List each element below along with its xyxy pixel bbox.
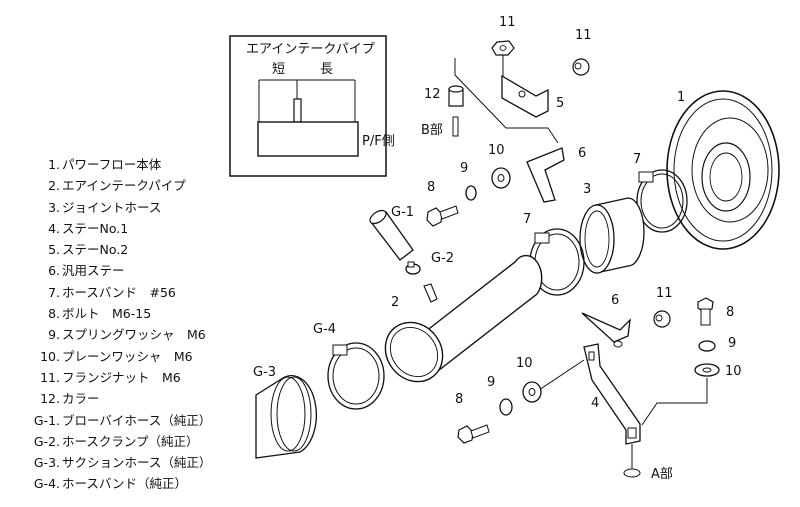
universal-stay-lower xyxy=(581,312,631,343)
list-item: 5.ステーNo.2 xyxy=(48,242,129,258)
parts-list: 1.パワーフロー本体 2.エアインテークパイプ 3.ジョイントホース 4.ステー… xyxy=(18,154,212,495)
callout-3: 3 xyxy=(583,182,591,197)
list-item: 2.エアインテークパイプ xyxy=(48,178,186,194)
callout-10a: 10 xyxy=(488,143,505,158)
callout-g2: G-2 xyxy=(431,251,454,266)
stay-no1 xyxy=(583,343,641,445)
list-item: 3.ジョイントホース xyxy=(48,199,162,215)
factory-hose-band xyxy=(327,342,385,410)
detail-long-label: 長 xyxy=(320,62,333,77)
callout-g1: G-1 xyxy=(391,205,414,220)
spring-washer-upper xyxy=(465,185,477,201)
list-item: 9.スプリングワッシャ M6 xyxy=(48,327,206,343)
suction-hose xyxy=(255,375,317,459)
hose-band-upper xyxy=(636,169,688,233)
detail-short-label: 短 xyxy=(272,62,285,77)
callout-6b: 6 xyxy=(611,293,619,308)
callout-g3: G-3 xyxy=(253,365,276,380)
intake-pipe xyxy=(384,254,543,383)
joint-hose xyxy=(579,197,645,274)
callout-part-b: B部 xyxy=(421,123,443,138)
list-item: 1.パワーフロー本体 xyxy=(48,157,162,172)
factory-hose-clamp xyxy=(405,261,421,275)
list-item: 12.カラー xyxy=(40,391,100,407)
spring-washer-right xyxy=(698,340,716,352)
plain-washer-lower xyxy=(522,381,542,403)
callout-5: 5 xyxy=(556,96,564,111)
flange-nut-right xyxy=(572,58,590,76)
stay-no2 xyxy=(501,74,549,118)
list-item: G-4.ホースバンド（純正） xyxy=(33,476,188,492)
blowby-hose xyxy=(369,209,414,261)
callout-9b: 9 xyxy=(487,375,495,390)
callout-10b: 10 xyxy=(516,356,533,371)
callout-11b: 11 xyxy=(575,28,592,43)
plain-washer-right xyxy=(694,363,720,377)
callout-11c: 11 xyxy=(656,286,673,301)
spring-washer-lower xyxy=(499,398,513,416)
bolt-upper xyxy=(426,205,459,227)
callout-4: 4 xyxy=(591,396,599,411)
detail-pipe-body xyxy=(257,121,359,157)
list-item: 4.ステーNo.1 xyxy=(48,220,129,236)
detail-side-label: P/F側 xyxy=(362,134,395,149)
flange-nut-top xyxy=(491,40,515,56)
bolt-lower xyxy=(457,424,490,444)
bolt-right xyxy=(697,297,714,326)
list-item: 11.フランジナット M6 xyxy=(40,369,181,385)
flange-nut-lower xyxy=(653,310,671,328)
collar xyxy=(448,85,464,137)
callout-1: 1 xyxy=(677,90,685,105)
callout-8c: 8 xyxy=(726,305,734,320)
callout-part-a: A部 xyxy=(651,467,673,482)
callout-8a: 8 xyxy=(427,180,435,195)
universal-stay-upper xyxy=(526,147,565,203)
callout-6a: 6 xyxy=(578,146,586,161)
callout-7b: 7 xyxy=(523,212,531,227)
powerflow-body xyxy=(666,90,780,250)
callout-9c: 9 xyxy=(728,336,736,351)
list-item: 7.ホースバンド #56 xyxy=(48,284,176,300)
list-item: 6.汎用ステー xyxy=(48,263,125,279)
list-item: G-1.ブローバイホース（純正） xyxy=(33,412,212,428)
detail-pipe-stub xyxy=(293,98,302,123)
plain-washer-upper xyxy=(491,167,511,189)
callout-8b: 8 xyxy=(455,392,463,407)
callout-10c: 10 xyxy=(725,364,742,379)
pipe-detail-inset: エアインテークパイプ 短 長 P/F側 xyxy=(229,35,395,177)
list-item: G-2.ホースクランプ（純正） xyxy=(33,433,199,449)
list-item: 8.ボルト M6-15 xyxy=(48,306,152,322)
list-item: G-3.サクションホース（純正） xyxy=(33,455,212,471)
callout-9a: 9 xyxy=(460,161,468,176)
list-item: 10.プレーンワッシャ M6 xyxy=(40,348,193,364)
callout-12: 12 xyxy=(424,87,441,102)
detail-title: エアインテークパイプ xyxy=(246,42,375,57)
callout-11a: 11 xyxy=(499,15,516,30)
callout-2: 2 xyxy=(391,295,399,310)
callout-7a: 7 xyxy=(633,152,641,167)
callout-g4: G-4 xyxy=(313,322,336,337)
